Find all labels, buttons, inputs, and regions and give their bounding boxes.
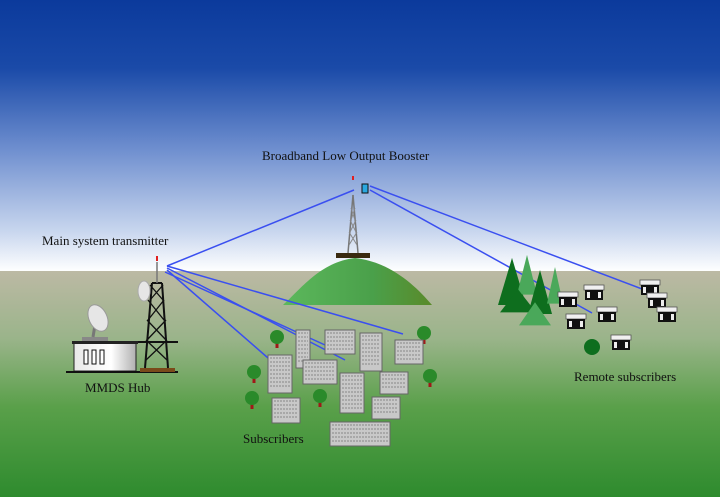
subscriber-buildings: [267, 329, 424, 447]
booster-label: Broadband Low Output Booster: [262, 148, 430, 163]
tree-icon: [270, 330, 284, 348]
house-icon: [639, 279, 661, 295]
building-icon: [329, 421, 391, 447]
hill: [283, 258, 432, 305]
conifer-icon: [519, 302, 551, 326]
conifer-icon: [528, 270, 552, 314]
building-icon: [267, 354, 293, 394]
subscribers-label: Subscribers: [243, 431, 304, 446]
building-icon: [302, 359, 338, 385]
conifer-trees: [498, 254, 600, 355]
main-transmitter-label: Main system transmitter: [42, 233, 169, 248]
remote-subscribers-label: Remote subscribers: [574, 369, 677, 384]
conifer-icon: [500, 289, 536, 313]
signal-line: [166, 189, 355, 267]
building-icon: [371, 396, 401, 420]
tree-icon: [423, 369, 437, 387]
satellite-dish-icon: [82, 304, 109, 341]
signal-line: [166, 269, 269, 359]
dish-antenna-icon: [137, 280, 151, 302]
tree-icon: [247, 365, 261, 383]
beacon-light-icon: [156, 256, 158, 261]
house-icon: [565, 313, 587, 329]
tree-icon: [417, 326, 431, 344]
sky: [0, 0, 720, 272]
building-icon: [359, 332, 383, 372]
tree-icon: [313, 389, 327, 407]
booster-tower: [336, 176, 370, 258]
main-transmitter-tower: [137, 256, 175, 372]
house-icon: [656, 306, 678, 322]
house-icon: [557, 291, 579, 307]
building-icon: [394, 339, 424, 365]
house-icon: [646, 292, 668, 308]
hub-label: MMDS Hub: [85, 380, 151, 395]
building-icon: [339, 372, 365, 414]
building-icon: [271, 397, 301, 424]
mmds-hub: [66, 304, 178, 373]
building-icon: [379, 371, 409, 395]
building-icon: [324, 329, 356, 355]
remote-houses: [557, 279, 678, 350]
house-icon: [610, 334, 632, 350]
house-icon: [596, 306, 618, 322]
trees: [245, 326, 437, 409]
conifer-icon: [517, 254, 537, 295]
signal-line: [166, 265, 404, 335]
signal-line: [369, 185, 651, 293]
booster-antenna-icon: [361, 183, 369, 194]
bush-icon: [584, 339, 600, 355]
house-icon: [583, 284, 605, 300]
beacon-light-icon: [352, 176, 354, 180]
tree-icon: [245, 391, 259, 409]
